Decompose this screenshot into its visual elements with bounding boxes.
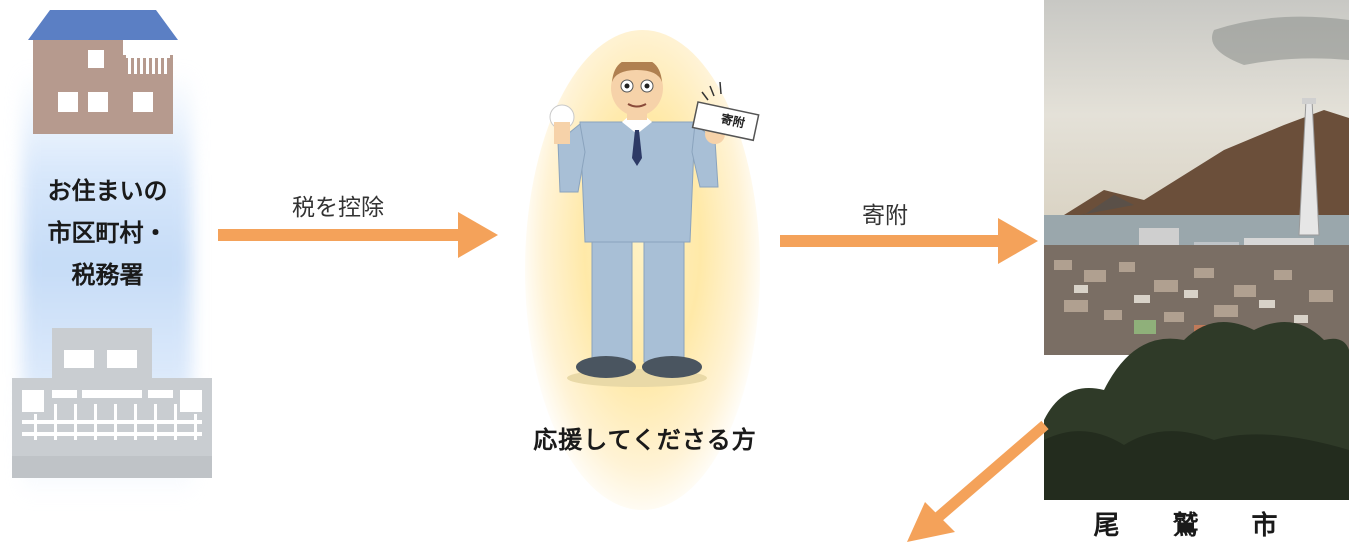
donation-label: 寄附	[862, 203, 908, 229]
city-name-label: 尾 鷲 市	[1093, 511, 1300, 541]
tax-office-building-icon	[12, 328, 212, 478]
donation-arrow	[780, 218, 1038, 264]
house-icon	[28, 10, 178, 134]
residence-municipality-label: お住まいの 市区町村・ 税務署	[47, 177, 168, 289]
donation-ticket-text: 寄附	[720, 111, 747, 131]
supporter-label: 応援してくださる方	[533, 426, 757, 454]
supporter-person-illustration: 寄附	[549, 62, 760, 387]
tax-deduction-label: 税を控除	[292, 195, 384, 221]
return-gift-arrow	[907, 420, 1049, 542]
tax-deduction-arrow	[218, 212, 498, 258]
owase-city-photo	[1044, 0, 1349, 500]
